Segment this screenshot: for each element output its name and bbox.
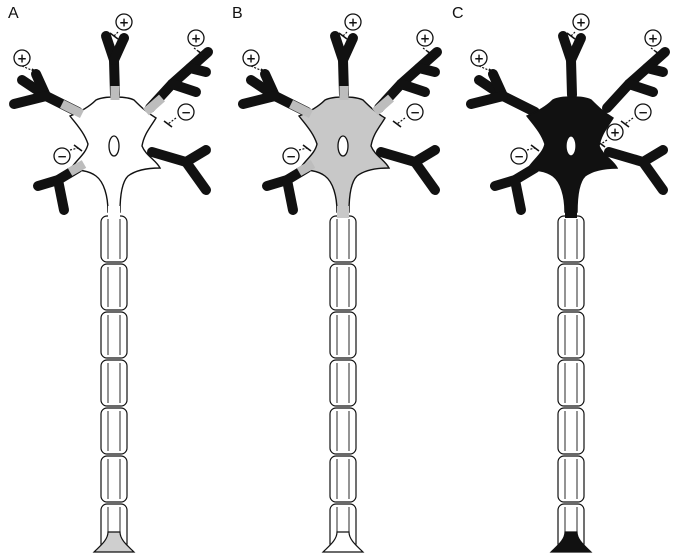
synapse-line [527,148,535,150]
dendrite-left-branch-b [14,96,46,104]
synapse-line [168,118,176,124]
nucleus [566,136,576,156]
dendrite-upper-right-branch-b [647,68,663,72]
myelin-segment [330,360,356,406]
plus-sign-label: + [246,52,256,66]
panel-label-c: C [452,5,464,22]
plus-sign-label: + [191,32,201,46]
myelin-segment [101,360,127,406]
dendrite-top-branch [571,38,581,60]
axon-terminal [323,532,363,552]
plus-sign-label: + [119,16,129,30]
plus-sign-label: + [474,52,484,66]
synapse-bar [164,121,172,127]
dendrite-lower-left-branch [515,180,521,210]
synapse-line [343,32,347,36]
synapse-line [571,32,575,36]
panel-c: C + + + + − − [452,5,665,554]
dendrite-base-left [291,104,311,114]
myelin-segment [330,264,356,310]
myelin-segment [330,456,356,502]
synapse-line [601,140,607,144]
myelin-segment [101,456,127,502]
dendrite-right [152,150,206,162]
neuron-1: + + + − − [14,14,208,554]
myelin-segment [558,216,584,262]
dendrite-base-right [375,98,391,112]
dendrite-lower-left-branch [287,180,293,210]
neuron-3: + + + + − − [471,14,665,554]
plus-sign-label: + [348,16,358,30]
dendrite-base-right [146,98,162,112]
myelin-segment [558,408,584,454]
dendrite-upper-right-branch-b [419,68,435,72]
myelin-segment [101,408,127,454]
myelin-segment [558,360,584,406]
dendrite-left-branch-b [471,96,503,104]
synapse-bar [621,121,629,127]
synapse-bar [303,145,311,151]
myelin-segment [101,264,127,310]
minus-sign-label: − [514,150,524,164]
dendrite-upper-right-branch [401,84,425,92]
axon-hillock [108,206,120,218]
dendrite-left-branch-b [243,96,275,104]
minus-sign-label: − [181,106,191,120]
dendrite-upper-right [607,52,665,108]
plus-sign-label: + [17,52,27,66]
minus-sign-label: − [410,106,420,120]
nucleus [338,136,348,156]
minus-sign-label: − [638,106,648,120]
synapse-line [70,148,78,150]
dendrite-upper-right-branch [172,84,196,92]
myelin-segment [101,216,127,262]
dendrite-right [609,150,663,162]
myelin-segment [101,312,127,358]
nucleus [109,136,119,156]
dendrite-lower-left-branch [58,180,64,210]
dendrite-top-branch [343,38,353,60]
dendrite-right-branch [186,162,206,190]
panel-b: B + + + − − [232,5,437,554]
synapse-bar [393,121,401,127]
synapse-line [625,118,633,124]
synapse-line [299,148,307,150]
dendrite-upper-right-branch [629,84,653,92]
panel-label-a: A [8,5,19,22]
myelin-segment [330,408,356,454]
dendrite-right-branch [415,162,435,190]
dendrite-base-left [62,104,82,114]
synapse-line [397,118,405,124]
synapse-bar [74,145,82,151]
myelin-segment [558,456,584,502]
neuron-2: + + + − − [243,14,437,554]
dendrite-upper-right-branch-b [190,68,206,72]
myelin-segment [558,312,584,358]
minus-sign-label: − [57,150,67,164]
plus-sign-label: + [576,16,586,30]
synapse-line [114,32,118,36]
plus-sign-label: + [420,32,430,46]
synapse-bar [531,145,539,151]
myelin-segment [330,216,356,262]
myelin-segment [558,264,584,310]
myelin-segment [330,312,356,358]
plus-sign-label: + [610,126,620,140]
axon-hillock [337,206,349,218]
dendrite-right [381,150,435,162]
dendrite-top [563,36,572,95]
panel-label-b: B [232,5,243,22]
axon-terminal [551,532,591,552]
dendrite-top-branch [114,38,124,60]
panel-a: A + + + − − [8,5,208,554]
plus-sign-label: + [648,32,658,46]
minus-sign-label: − [286,150,296,164]
axon-hillock [565,206,577,218]
axon-terminal [94,532,134,552]
dendrite-right-branch [643,162,663,190]
